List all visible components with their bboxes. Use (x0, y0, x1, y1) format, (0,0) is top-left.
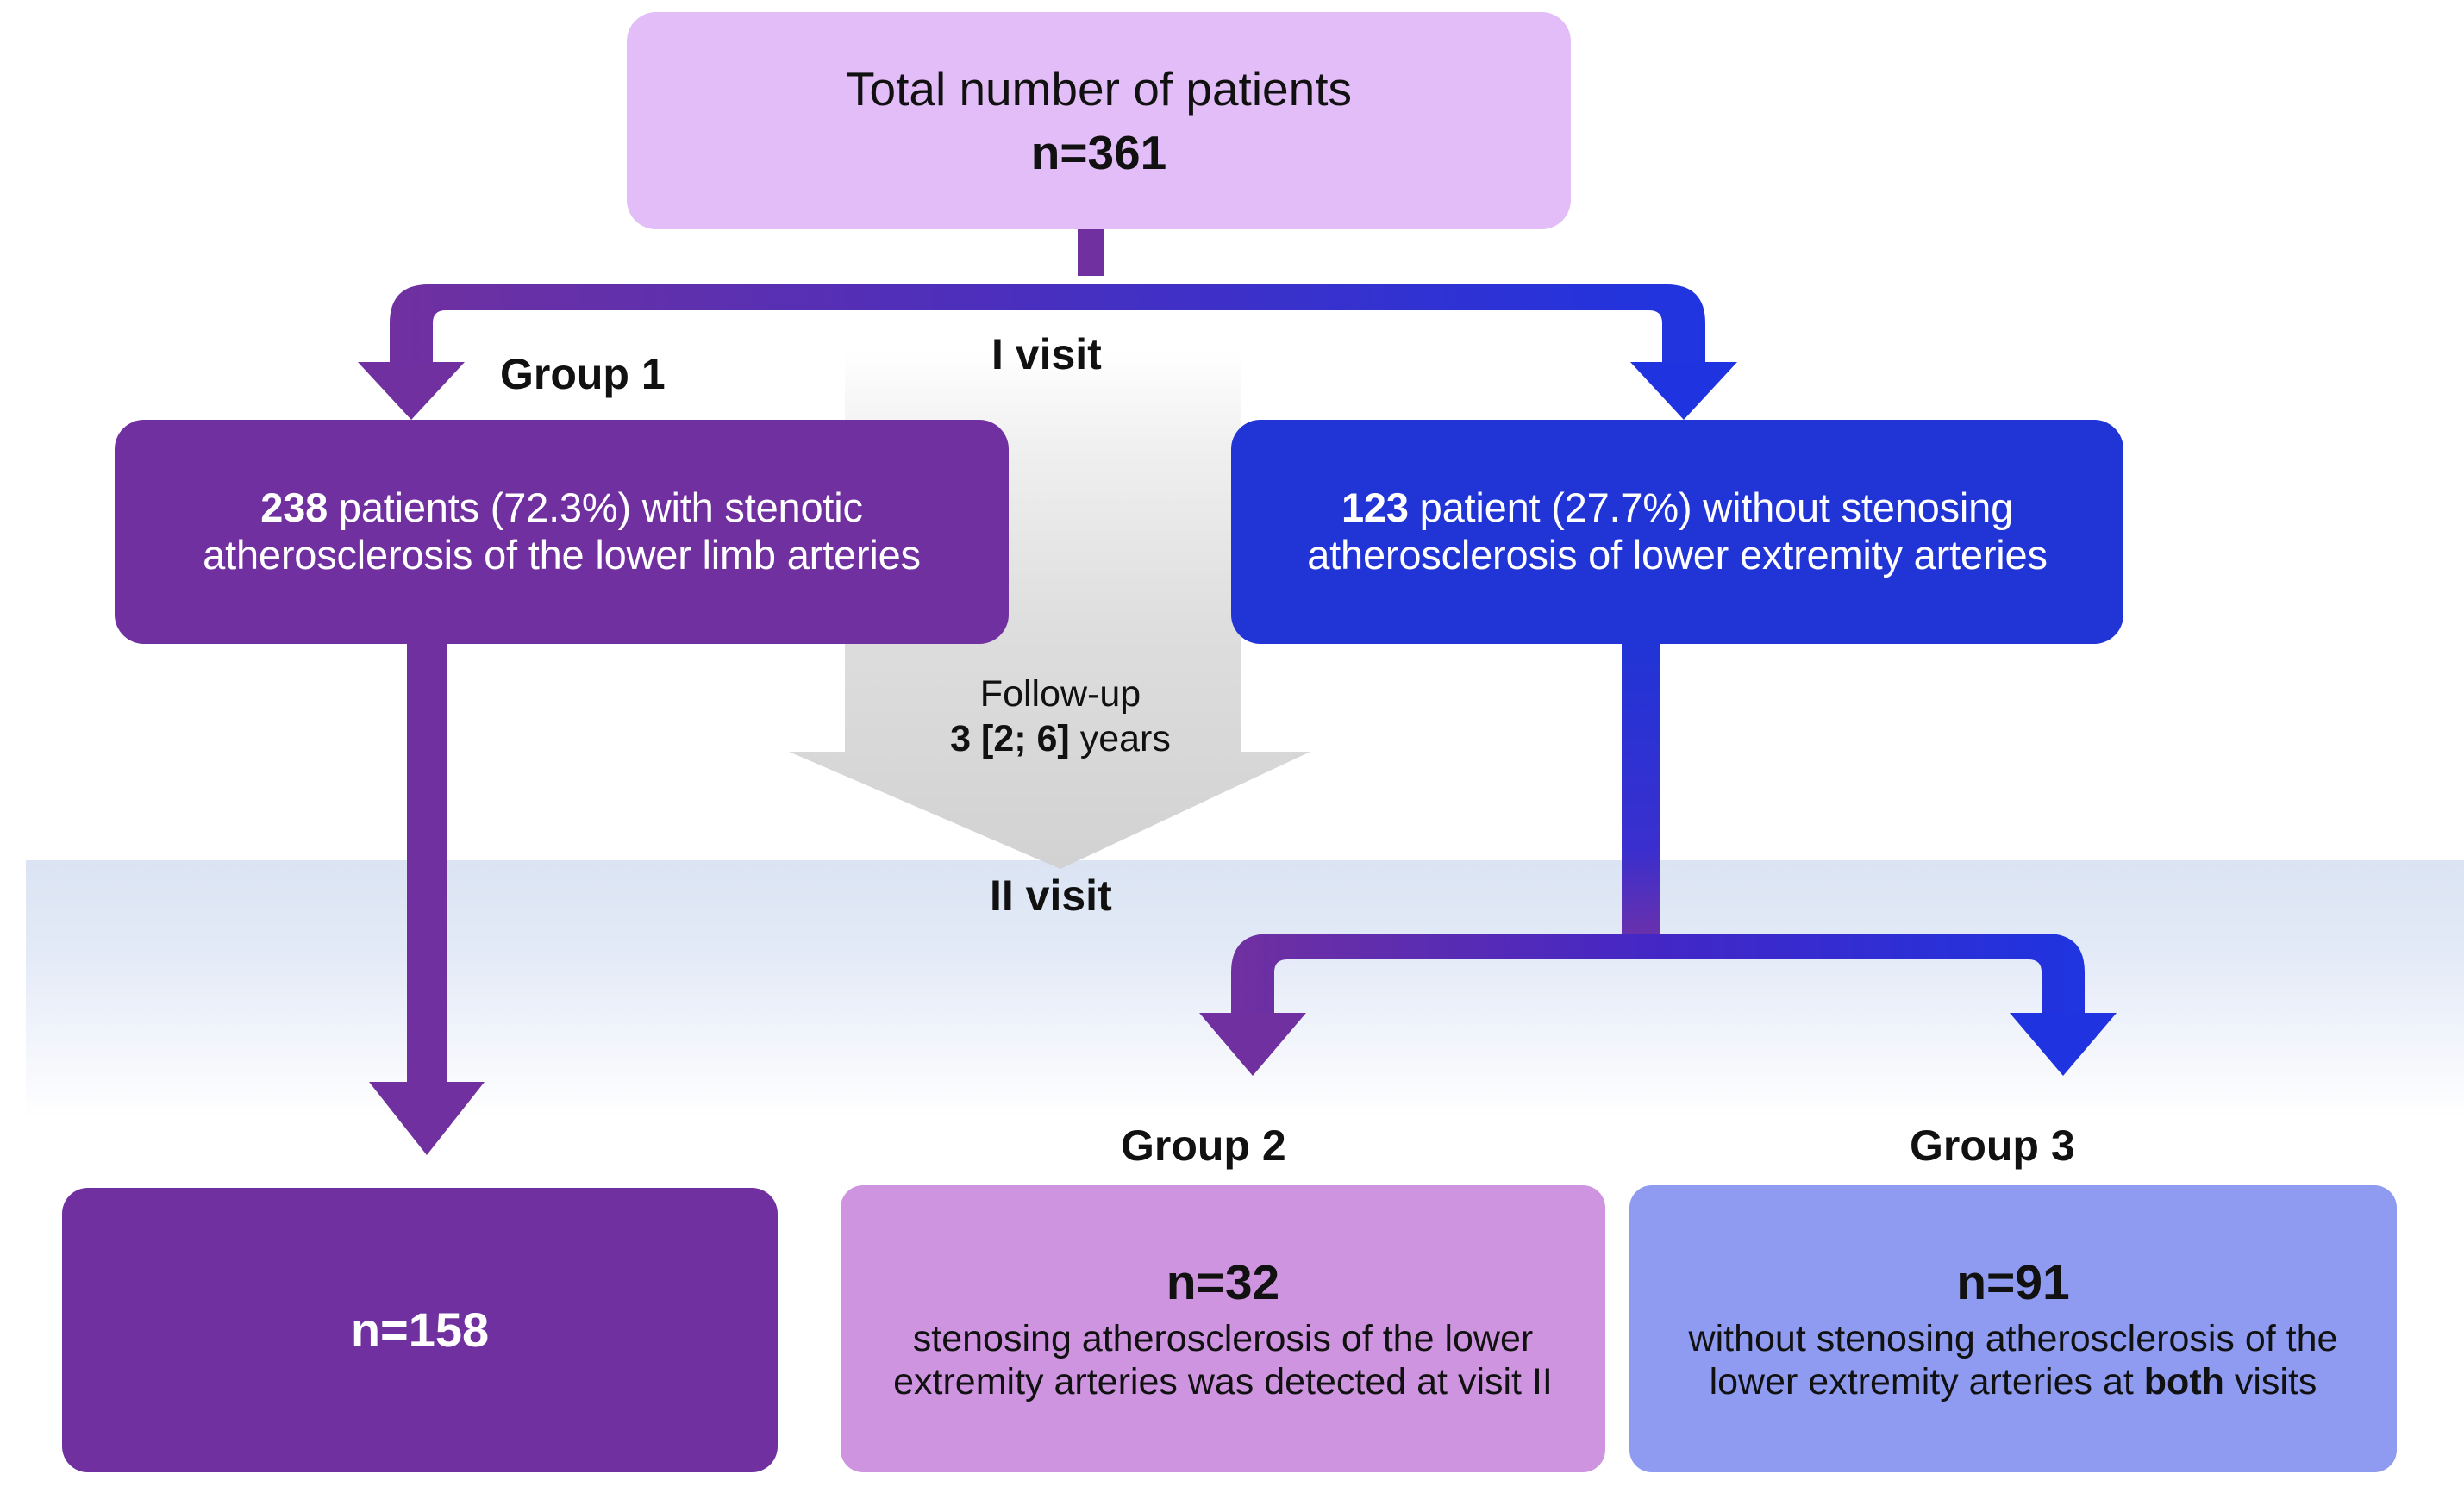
node-group1-stenotic: 238 patients (72.3%) with stenotic ather… (115, 420, 1009, 644)
group3-text-before: without stenosing atherosclerosis of the… (1688, 1317, 2338, 1402)
followup-value-row: 3 [2; 6] years (879, 717, 1241, 762)
group1-description: patients (72.3%) with stenotic atheroscl… (203, 484, 921, 578)
followup-unit: years (1069, 717, 1171, 759)
group3-description: without stenosing atherosclerosis of the… (1643, 1317, 2383, 1404)
group3-count: n=91 (1956, 1254, 2070, 1310)
node-n158: n=158 (62, 1188, 778, 1472)
label-visit-2: II visit (990, 871, 1112, 920)
node-group2: n=32 stenosing atherosclerosis of the lo… (841, 1185, 1605, 1472)
bluebox-count: 123 (1341, 484, 1409, 531)
stem-total-to-split1 (1078, 226, 1104, 276)
node-group3: n=91 without stenosing atherosclerosis o… (1629, 1185, 2397, 1472)
followup-value: 3 [2; 6] (950, 717, 1070, 759)
group1-count: 238 (260, 484, 328, 531)
group3-text-bold: both (2143, 1360, 2224, 1402)
node-without-stenosing: 123 patient (27.7%) without stenosing at… (1231, 420, 2123, 644)
total-patients-count: n=361 (1030, 126, 1167, 179)
group2-count: n=32 (1166, 1254, 1280, 1310)
bluebox-description: patient (27.7%) without stenosing athero… (1307, 484, 2048, 578)
label-group3: Group 3 (1910, 1121, 2075, 1170)
followup-label: Follow-up (979, 673, 1141, 715)
arrow-group1-to-n158 (369, 644, 485, 1155)
group2-description: stenosing atherosclerosis of the lower e… (893, 1317, 1553, 1402)
node-total-patients: Total number of patients n=361 (627, 12, 1571, 229)
line-bluebox-to-split2 (1622, 644, 1660, 937)
background-wash-band (26, 860, 2464, 1119)
label-group2: Group 2 (1121, 1121, 1286, 1170)
bluebox-text: 123 patient (27.7%) without stenosing at… (1252, 484, 2103, 579)
n158-value: n=158 (350, 1302, 490, 1358)
label-group1: Group 1 (500, 350, 666, 398)
label-visit-1: I visit (991, 330, 1102, 378)
split-bar-visit2 (1199, 934, 2117, 1076)
group1-box-text: 238 patients (72.3%) with stenotic ather… (135, 484, 988, 579)
total-patients-label: Total number of patients (845, 61, 1352, 116)
group3-text-after: visits (2223, 1360, 2317, 1402)
followup-duration: Follow-up 3 [2; 6] years (879, 672, 1241, 761)
